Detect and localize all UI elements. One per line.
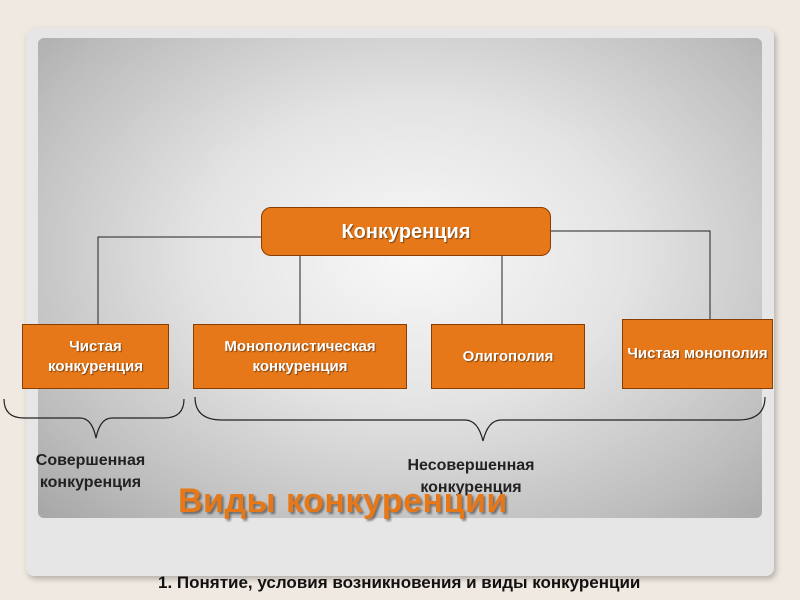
- slide-footer: 1. Понятие, условия возникновения и виды…: [158, 573, 641, 592]
- root-node-label: Конкуренция: [341, 220, 471, 243]
- slide-content-area: [38, 38, 762, 518]
- node-monopolistic-competition: Монополистическая конкуренция: [193, 324, 407, 389]
- node-label: Чистая конкуренция: [48, 337, 143, 375]
- connector-root-to-pure-monopoly: [551, 230, 711, 319]
- slide-title: Виды конкуренции: [178, 482, 508, 520]
- node-label: Монополистическая конкуренция: [224, 337, 376, 375]
- node-pure-competition: Чистая конкуренция: [22, 324, 169, 389]
- group-label-perfect: Совершенная конкуренция: [35, 452, 146, 491]
- node-label: Олигополия: [462, 347, 554, 365]
- node-label: Чистая монополия: [627, 345, 768, 362]
- brace-imperfect: [194, 396, 766, 442]
- root-node-competition: Конкуренция: [261, 207, 551, 256]
- connector-root-to-pure-competition: [97, 236, 261, 324]
- group-label-imperfect: Несовершенная конкуренция: [407, 457, 535, 496]
- node-oligopoly: Олигополия: [431, 324, 585, 389]
- node-pure-monopoly: Чистая монополия: [622, 319, 773, 389]
- brace-perfect: [3, 398, 185, 439]
